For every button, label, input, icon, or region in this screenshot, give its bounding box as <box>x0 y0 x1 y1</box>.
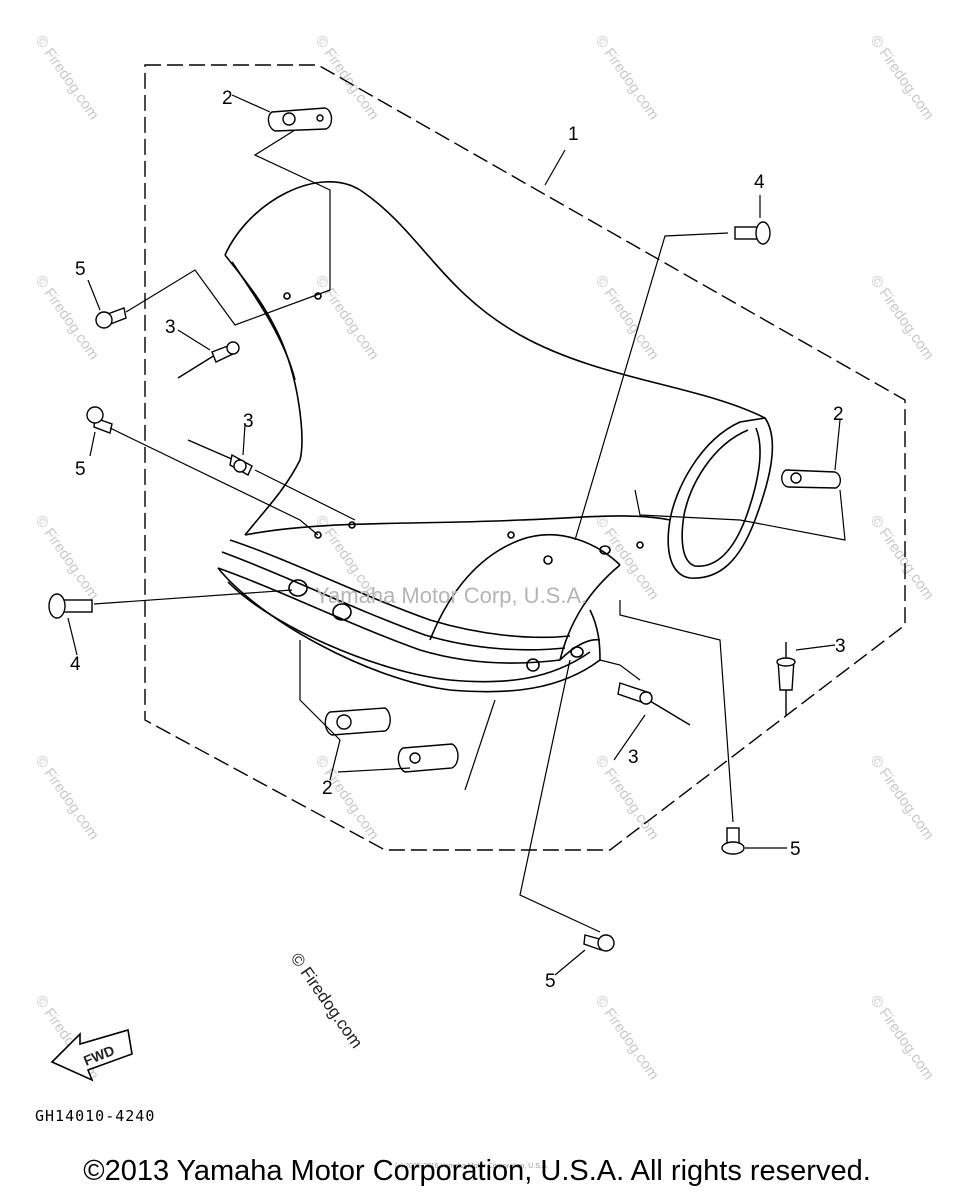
center-watermark: Yamaha Motor Corp, U.S.A. <box>315 583 587 608</box>
plate-part <box>324 707 391 736</box>
rivet-part <box>617 682 691 726</box>
plate-part <box>397 743 459 773</box>
screw-part <box>721 827 745 855</box>
label-plate: 2 <box>222 88 233 109</box>
watermark: © Firedog.com <box>592 753 662 844</box>
watermark: © Firedog.com <box>867 33 937 124</box>
watermark: © Firedog.com <box>32 513 102 604</box>
watermark: © Firedog.com <box>867 513 937 604</box>
label-cowling: 1 <box>568 124 579 145</box>
watermark: © Firedog.com <box>32 753 102 844</box>
watermark: © Firedog.com <box>32 273 102 364</box>
watermark: © Firedog.com <box>867 273 937 364</box>
rivet-part <box>776 642 796 715</box>
watermark: © Firedog.com <box>592 33 662 124</box>
label-screw: 5 <box>790 839 801 860</box>
label-bolt-washer: 4 <box>754 172 765 193</box>
label-rivet: 3 <box>243 411 254 432</box>
watermark: © Firedog.com <box>867 753 937 844</box>
rivet-part <box>187 439 253 476</box>
screw-part <box>86 406 113 434</box>
label-plate: 2 <box>322 778 333 799</box>
cowling <box>217 181 774 693</box>
plate-part <box>267 107 333 132</box>
rivet-part <box>177 341 240 379</box>
screw-part <box>583 934 615 952</box>
firedog-mark: © Firedog.com <box>287 949 367 1051</box>
label-screw: 5 <box>75 259 86 280</box>
watermark: © Firedog.com <box>592 273 662 364</box>
leader-lines <box>67 94 846 976</box>
label-screw: 5 <box>75 459 86 480</box>
label-bolt-washer: 4 <box>70 654 81 675</box>
watermark: © Firedog.com <box>867 993 937 1084</box>
label-rivet: 3 <box>165 317 176 338</box>
watermark: © Firedog.com <box>32 33 102 124</box>
assembly-boundary <box>144 64 906 851</box>
part-code: GH14010-4240 <box>35 1107 155 1125</box>
plate-part <box>781 469 842 489</box>
watermark-grid: © Firedog.com © Firedog.com © Firedog.co… <box>32 33 937 1084</box>
watermark: © Firedog.com <box>592 513 662 604</box>
tiny-copyright-note: (c) 2005-2016 Yamaha Motor Corporation, … <box>395 1163 548 1170</box>
label-rivet: 3 <box>835 636 846 657</box>
label-rivet: 3 <box>628 747 639 768</box>
label-screw: 5 <box>545 971 556 992</box>
bolt-part <box>48 593 93 619</box>
watermark: © Firedog.com <box>312 273 382 364</box>
bolt-part <box>734 221 771 245</box>
screw-part <box>95 307 127 329</box>
watermark: © Firedog.com <box>592 993 662 1084</box>
copyright-footer: ©2013 Yamaha Motor Corporation, U.S.A. A… <box>83 1155 871 1187</box>
label-plate: 2 <box>833 404 844 425</box>
